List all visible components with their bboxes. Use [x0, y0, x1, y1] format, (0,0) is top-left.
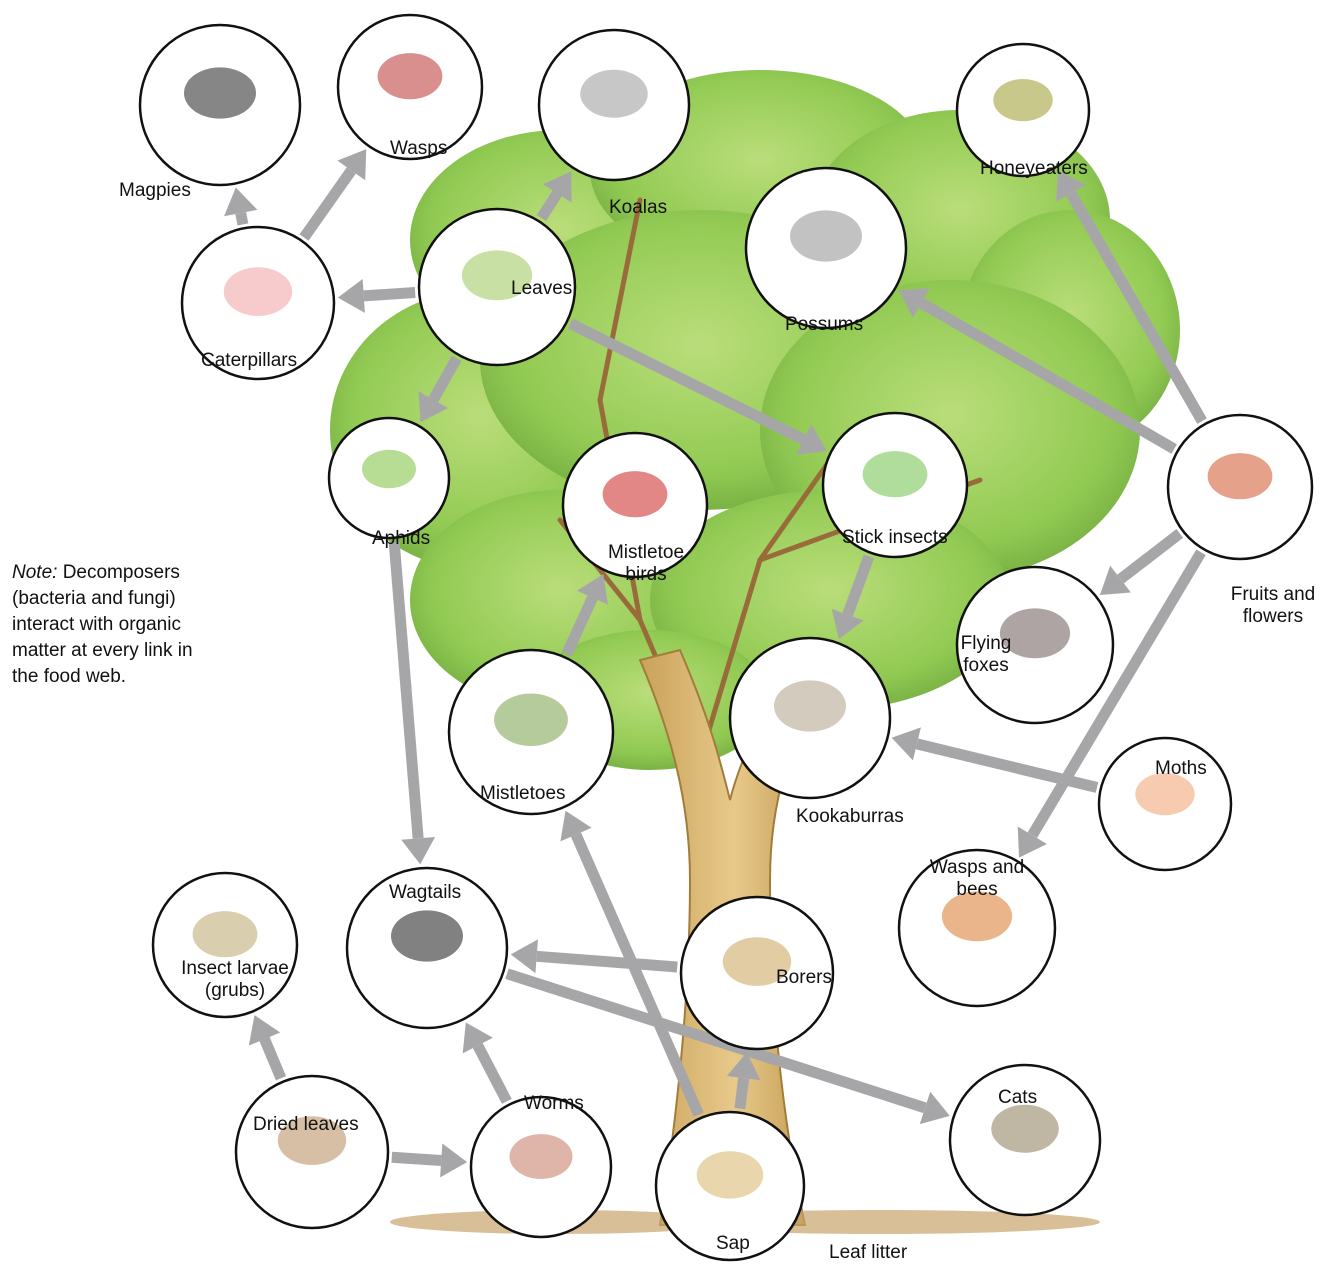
label-moths: Moths: [1155, 758, 1207, 780]
wagtails-icon: [391, 910, 463, 961]
label-dried-leaves: Dried leaves: [253, 1114, 359, 1136]
label-worms: Worms: [524, 1093, 584, 1115]
node-honeyeaters: [957, 44, 1089, 176]
sap-icon: [697, 1151, 764, 1198]
label-borers: Borers: [776, 967, 832, 989]
label-caterpillars: Caterpillars: [201, 350, 297, 372]
label-fruits-flowers: Fruits and flowers: [1214, 584, 1332, 628]
label-possums: Possums: [785, 314, 863, 336]
label-aphids: Aphids: [372, 528, 430, 550]
mistletoes-icon: [494, 693, 568, 745]
label-leaf-litter: Leaf litter: [829, 1242, 907, 1264]
cats-icon: [991, 1105, 1059, 1153]
arrow-borers-to-wagtails: [511, 939, 677, 973]
arrow-caterpillars-to-magpies: [224, 187, 257, 224]
label-cats: Cats: [998, 1087, 1037, 1109]
label-mistletoe-birds: Mistletoe birds: [596, 542, 696, 586]
arrow-moths-to-kookaburras: [892, 727, 1097, 787]
koalas-icon: [580, 70, 648, 118]
caterpillars-icon: [224, 267, 292, 316]
fruits-flowers-icon: [1208, 453, 1273, 499]
label-sap: Sap: [716, 1233, 750, 1255]
worms-icon: [510, 1134, 573, 1179]
label-honeyeaters: Honeyeaters: [980, 158, 1088, 180]
label-leaves: Leaves: [511, 278, 572, 300]
label-insect-larvae: Insect larvae (grubs): [155, 958, 315, 1002]
label-flying-foxes: Flying foxes: [951, 633, 1021, 677]
label-wasps: Wasps: [390, 138, 447, 160]
label-magpies: Magpies: [119, 180, 191, 202]
label-kookaburras: Kookaburras: [796, 806, 904, 828]
possums-icon: [790, 210, 862, 261]
mistletoe-birds-icon: [603, 471, 668, 517]
node-possums: [746, 168, 906, 328]
arrow-dried-leaves-to-insect-larvae: [249, 1015, 281, 1078]
label-wagtails: Wagtails: [389, 882, 461, 904]
node-worms: [471, 1097, 611, 1237]
node-aphids: [329, 418, 449, 538]
node-magpies: [140, 25, 300, 185]
node-koalas: [539, 30, 689, 180]
label-wasps-bees: Wasps and bees: [922, 857, 1032, 901]
node-dried-leaves: [236, 1076, 388, 1228]
wasps-icon: [378, 53, 443, 99]
node-kookaburras: [730, 638, 890, 798]
honeyeaters-icon: [993, 79, 1052, 121]
label-stick-insects: Stick insects: [842, 527, 948, 549]
decomposers-note: Note: Decomposers (bacteria and fungi) i…: [12, 560, 222, 690]
arrow-leaves-to-caterpillars: [338, 279, 415, 313]
node-fruits-flowers: [1168, 415, 1312, 559]
kookaburras-icon: [774, 680, 846, 731]
label-koalas: Koalas: [609, 197, 667, 219]
arrow-dried-leaves-to-worms: [392, 1144, 467, 1178]
aphids-icon: [362, 450, 416, 488]
arrow-worms-to-wagtails: [463, 1023, 507, 1102]
insect-larvae-icon: [193, 911, 258, 957]
arrow-fruits-flowers-to-flying-foxes: [1100, 533, 1180, 595]
stick-insects-icon: [863, 451, 928, 497]
note-prefix: Note:: [12, 562, 57, 583]
magpies-icon: [184, 67, 256, 118]
arrow-caterpillars-to-wasps: [304, 149, 366, 237]
label-mistletoes: Mistletoes: [480, 783, 566, 805]
